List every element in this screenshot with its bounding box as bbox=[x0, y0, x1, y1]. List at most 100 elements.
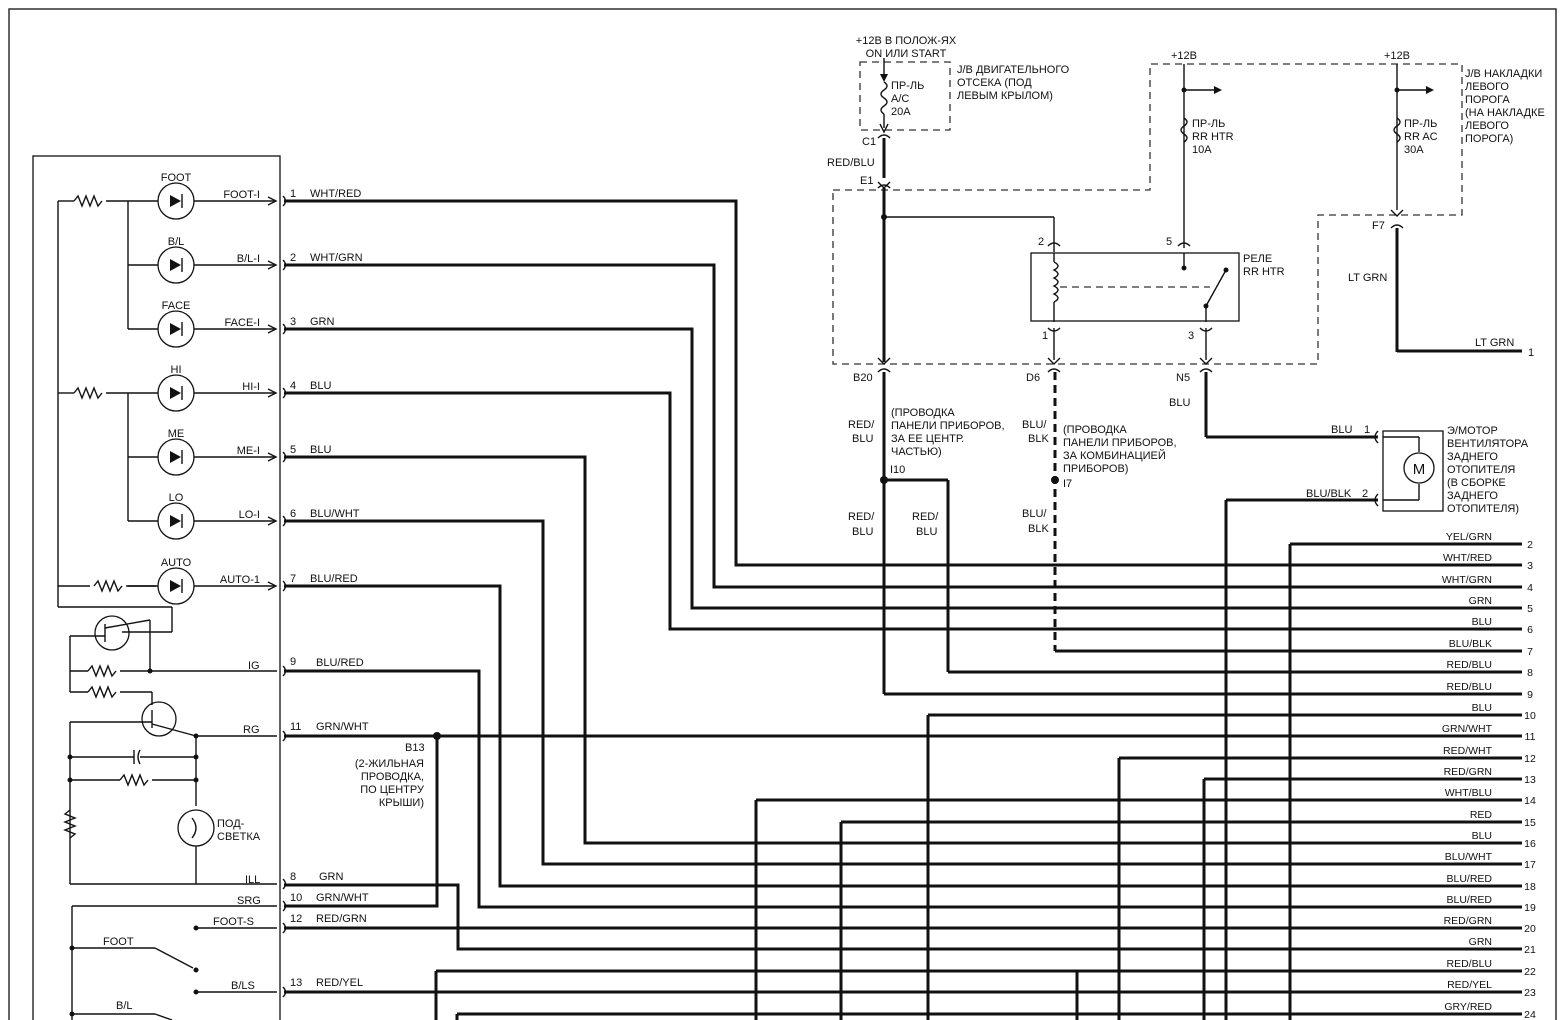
connector-wire-label: RED/GRN bbox=[1444, 766, 1492, 778]
connector-f7: F7 bbox=[1372, 220, 1385, 232]
ill-wire: GRN bbox=[319, 871, 344, 883]
transistor-icon bbox=[94, 615, 130, 651]
b13-note-4: КРЫШИ) bbox=[379, 797, 424, 809]
rr-htr-fuse-name: ПР-ЛЬ bbox=[1192, 118, 1225, 130]
split-c-1: BLU/ bbox=[1022, 508, 1047, 520]
diagram-frame bbox=[8, 8, 1557, 1020]
motor-label-7: ОТОПИТЕЛЯ) bbox=[1447, 503, 1519, 515]
ig-label: IG bbox=[248, 660, 260, 672]
foot-s-wire: RED/GRN bbox=[316, 913, 367, 925]
connector-i10: I10 bbox=[890, 464, 905, 476]
connector-wire-label: BLU bbox=[1472, 702, 1492, 714]
relay-label: РЕЛЕ bbox=[1243, 253, 1272, 265]
bls-pin: 13 bbox=[290, 977, 302, 989]
rr-ac-fuse-rating: 30A bbox=[1404, 144, 1424, 156]
split-c-2: BLK bbox=[1028, 523, 1049, 535]
diode-icon bbox=[170, 323, 181, 335]
ignition-fuse-icon bbox=[880, 81, 888, 115]
diode-icon bbox=[170, 580, 181, 592]
motor-label-1: Э/МОТОР bbox=[1447, 425, 1498, 437]
b13-note-3: ПО ЦЕНТРУ bbox=[360, 784, 425, 796]
ill-label: ILL bbox=[245, 874, 260, 886]
motor-label-5: (В СБОРКЕ bbox=[1447, 477, 1506, 489]
connector-pin-number: 11 bbox=[1525, 731, 1536, 743]
indicator-pin: 4 bbox=[290, 380, 296, 392]
ig-rg-circuit: IG RG ПОД- СВЕТКА ILL bbox=[63, 615, 277, 886]
rg-pin: 11 bbox=[290, 721, 301, 733]
split-a-2: BLU bbox=[852, 526, 873, 538]
rr-htr-fuse-sub: RR HTR bbox=[1192, 131, 1234, 143]
connector-pin-number: 5 bbox=[1527, 603, 1533, 615]
diode-icon bbox=[170, 259, 181, 271]
split-b-1: RED/ bbox=[912, 511, 939, 523]
sill-jb-line6: ПОРОГА) bbox=[1465, 133, 1513, 145]
diode-icon bbox=[170, 387, 181, 399]
connector-wire-label: RED bbox=[1470, 809, 1493, 821]
d6-note-2: ПАНЕЛИ ПРИБОРОВ, bbox=[1063, 437, 1177, 449]
srg-wire: GRN/WHT bbox=[316, 892, 369, 904]
indicator-wire: BLU bbox=[310, 444, 331, 456]
ignition-fuse-type: A/C bbox=[891, 93, 909, 105]
motor-icon bbox=[1403, 452, 1435, 484]
connector-wire-label: WHT/GRN bbox=[1442, 574, 1492, 586]
connector-d6: D6 bbox=[1026, 372, 1040, 384]
rg-label: RG bbox=[243, 724, 260, 736]
indicator-pin: 7 bbox=[290, 573, 296, 585]
bl-switch-icon[interactable] bbox=[154, 1013, 173, 1020]
connector-pin-number: 19 bbox=[1524, 902, 1536, 914]
sill-jb-outline bbox=[832, 63, 1463, 365]
sill-jb-line1: J/B НАКЛАДКИ bbox=[1465, 68, 1542, 80]
relay-switch-icon bbox=[1205, 269, 1227, 307]
rear-blower-motor: BLU 1 BLU/BLK 2 M Э/МОТОР ВЕНТИЛЯТОРА ЗА… bbox=[1224, 424, 1529, 1020]
ig-pin: 9 bbox=[290, 656, 296, 668]
diode-icon bbox=[170, 515, 181, 527]
wire-lt-grn-1: LT GRN bbox=[1348, 272, 1387, 284]
connector-wire-label: RED/BLU bbox=[1446, 659, 1492, 671]
connector-wire-label: BLU/BLK bbox=[1449, 638, 1492, 650]
motor-pin1: 1 bbox=[1364, 424, 1370, 436]
resistor-icon bbox=[119, 773, 149, 787]
b13-splice: B13 (2-ЖИЛЬНАЯ ПРОВОДКА, ПО ЦЕНТРУ КРЫШИ… bbox=[355, 732, 441, 809]
ignition-fuse-group: +12В В ПОЛОЖ-ЯХ ON ИЛИ START ПР-ЛЬ A/C 2… bbox=[827, 35, 1070, 189]
ignition-fuse-box bbox=[859, 61, 951, 131]
rr-htr-relay: 2 5 1 3 РЕЛЕ RR HTR bbox=[881, 188, 1285, 362]
d6-wire-2: BLK bbox=[1028, 433, 1049, 445]
connector-e1: E1 bbox=[860, 175, 873, 187]
connector-c1: C1 bbox=[862, 136, 876, 148]
ignition-supply-line2: ON ИЛИ START bbox=[866, 48, 947, 60]
connector-pin-number: 18 bbox=[1524, 881, 1536, 893]
engine-jb-line3: ЛЕВЫМ КРЫЛОМ) bbox=[957, 90, 1053, 102]
diode-icon bbox=[170, 195, 181, 207]
indicator-output: LO-I bbox=[239, 509, 260, 521]
connector-wire-label: GRN/WHT bbox=[1442, 723, 1493, 735]
motor-symbol: M bbox=[1413, 461, 1426, 478]
foot-switch-icon[interactable] bbox=[154, 947, 194, 969]
connector-wire-label: BLU bbox=[1472, 830, 1492, 842]
indicator-pin: 6 bbox=[290, 508, 296, 520]
switch-bl-label: B/L bbox=[116, 1000, 133, 1012]
d6-note-1: (ПРОВОДКА bbox=[1063, 424, 1127, 436]
indicator-name: FOOT bbox=[161, 172, 192, 184]
b20-note-1: (ПРОВОДКА bbox=[891, 407, 955, 419]
connector-b20: B20 bbox=[853, 372, 873, 384]
ignition-fuse-name: ПР-ЛЬ bbox=[891, 80, 924, 92]
connector-pin-number: 8 bbox=[1527, 667, 1533, 679]
rr-htr-fuse-rating: 10A bbox=[1192, 144, 1212, 156]
resistor-icon bbox=[63, 809, 77, 839]
rr-ac-fuse-sub: RR AC bbox=[1404, 131, 1438, 143]
connector-pin-number: 7 bbox=[1527, 646, 1533, 658]
relay-pin-3: 3 bbox=[1188, 330, 1194, 342]
connector-pin-number: 2 bbox=[1527, 539, 1533, 551]
foot-s-label: FOOT-S bbox=[213, 916, 254, 928]
resistor-icon bbox=[73, 386, 103, 400]
indicator-output: ME-I bbox=[237, 445, 260, 457]
sill-jb-label: J/B НАКЛАДКИ ЛЕВОГО ПОРОГА (НА НАКЛАДКЕ … bbox=[1465, 68, 1545, 145]
motor-pin2: 2 bbox=[1362, 488, 1368, 500]
resistor-icon bbox=[87, 685, 117, 699]
b20-wire-1: RED/ bbox=[848, 419, 875, 431]
indicator-name: HI bbox=[171, 364, 182, 376]
connector-wire-label: BLU/RED bbox=[1446, 873, 1492, 885]
connector-wire-label: BLU bbox=[1472, 616, 1492, 628]
rr-ac-supply: +12В bbox=[1384, 50, 1410, 62]
connector-pin-number: 6 bbox=[1527, 624, 1533, 636]
